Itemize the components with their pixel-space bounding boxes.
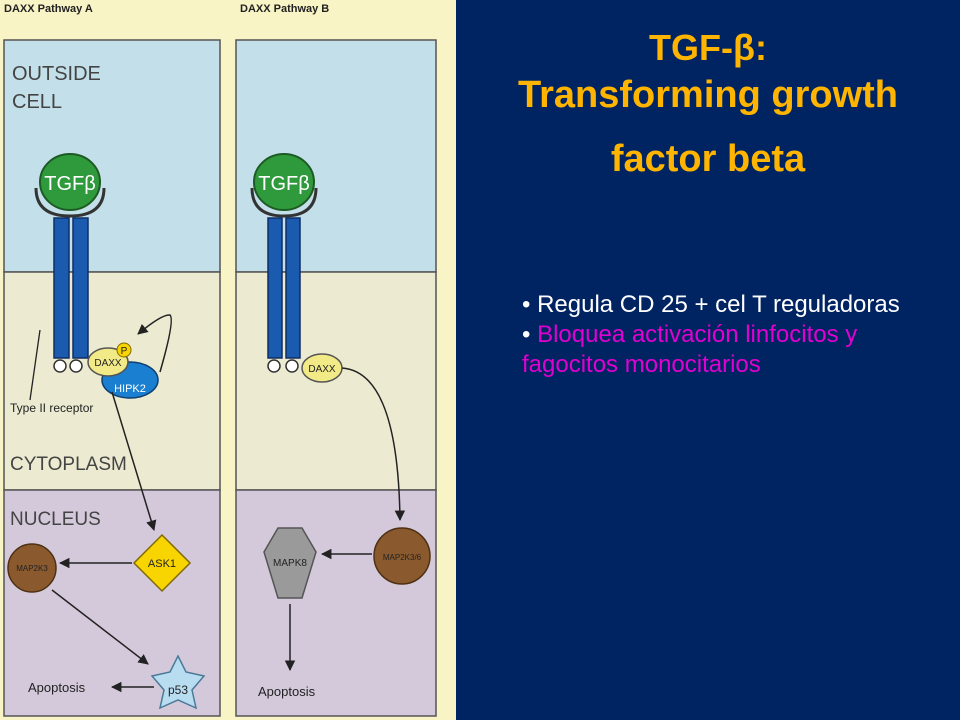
- bullet-list: • Regula CD 25 + cel T reguladoras • Blo…: [522, 290, 942, 380]
- ask1-node: [132, 533, 192, 593]
- label-outside-line1: OUTSIDE: [12, 63, 101, 85]
- bullet-regula: • Regula CD 25 + cel T reguladoras: [522, 291, 900, 318]
- bullet-dot: •: [522, 321, 538, 348]
- receptor-foot-a1: [53, 359, 67, 373]
- mapk8-node: [263, 527, 317, 599]
- arrow-daxx-map2k3-6: [341, 367, 406, 522]
- region-outside-b: [235, 39, 437, 273]
- map2k3-label: MAP2K3: [16, 564, 48, 573]
- mapk8-label: MAPK8: [273, 558, 307, 569]
- pathway-a-title: DAXX Pathway A: [4, 3, 93, 15]
- daxx-label-b: DAXX: [308, 364, 336, 375]
- phospho-a: [116, 342, 132, 358]
- tgfb-label-b: TGFβ: [258, 173, 310, 195]
- map2k3-6-node: [373, 527, 431, 585]
- map2k3-node: [7, 543, 57, 593]
- arrow-map2k3-p53: [51, 589, 149, 665]
- apoptosis-label-b: Apoptosis: [258, 684, 316, 699]
- receptor-foot-a2: [69, 359, 83, 373]
- receptor-foot-b2: [285, 359, 299, 373]
- arrow-hipk2-ask1: [111, 391, 157, 532]
- pathway-b-title: DAXX Pathway B: [240, 3, 329, 15]
- receptor-chain-a1: [53, 217, 70, 359]
- tgfb-label-a: TGFβ: [44, 173, 96, 195]
- region-outside-a: [3, 39, 221, 273]
- ask1-label: ASK1: [148, 558, 176, 570]
- title-line-3: factor beta: [610, 138, 806, 180]
- receptor-chain-a2: [72, 217, 89, 359]
- type2-pointer: [29, 329, 41, 401]
- text-panel: TGF-β: Transforming growth factor beta •…: [456, 0, 960, 720]
- receptor-foot-b1: [267, 359, 281, 373]
- daxx-a: [87, 347, 129, 377]
- slide-title: TGF-β: Transforming growth factor beta: [456, 27, 960, 180]
- hipk2-label: HIPK2: [114, 383, 146, 395]
- label-outside-line2: CELL: [12, 91, 62, 113]
- title-line-1: TGF-β:: [649, 27, 767, 68]
- autophospho-arrow: [137, 314, 172, 373]
- tgfb-ligand-a: [39, 153, 101, 211]
- tgfb-ligand-b: [253, 153, 315, 211]
- type2-receptor-label: Type II receptor: [10, 401, 93, 415]
- apoptosis-label-a: Apoptosis: [28, 680, 86, 695]
- panel-a: [3, 39, 221, 717]
- panel-b: [235, 39, 437, 717]
- p53-node: [150, 654, 206, 710]
- receptor-chain-b1: [267, 217, 283, 359]
- map2k3-6-label: MAP2K3/6: [383, 553, 422, 562]
- receptor-chain-b2: [285, 217, 301, 359]
- p53-label: p53: [168, 683, 188, 697]
- daxx-label-a: DAXX: [94, 358, 122, 369]
- receptor-cup-a: [34, 187, 106, 218]
- bullet-bloquea: • Bloquea activación linfocitos y fagoci…: [522, 320, 942, 380]
- receptor-cup-b: [250, 187, 318, 218]
- bullet-bloquea-text: Bloquea activación linfocitos y fagocito…: [522, 321, 858, 378]
- label-nucleus: NUCLEUS: [10, 509, 101, 530]
- region-nucleus-b: [235, 489, 437, 717]
- region-cytoplasm-b: [235, 271, 437, 491]
- daxx-pathway-diagram: DAXX Pathway A DAXX Pathway B OUTSIDE CE…: [0, 0, 456, 720]
- label-cytoplasm: CYTOPLASM: [10, 454, 127, 475]
- phospho-label: P: [121, 346, 128, 357]
- title-line-2: Transforming growth: [518, 74, 898, 116]
